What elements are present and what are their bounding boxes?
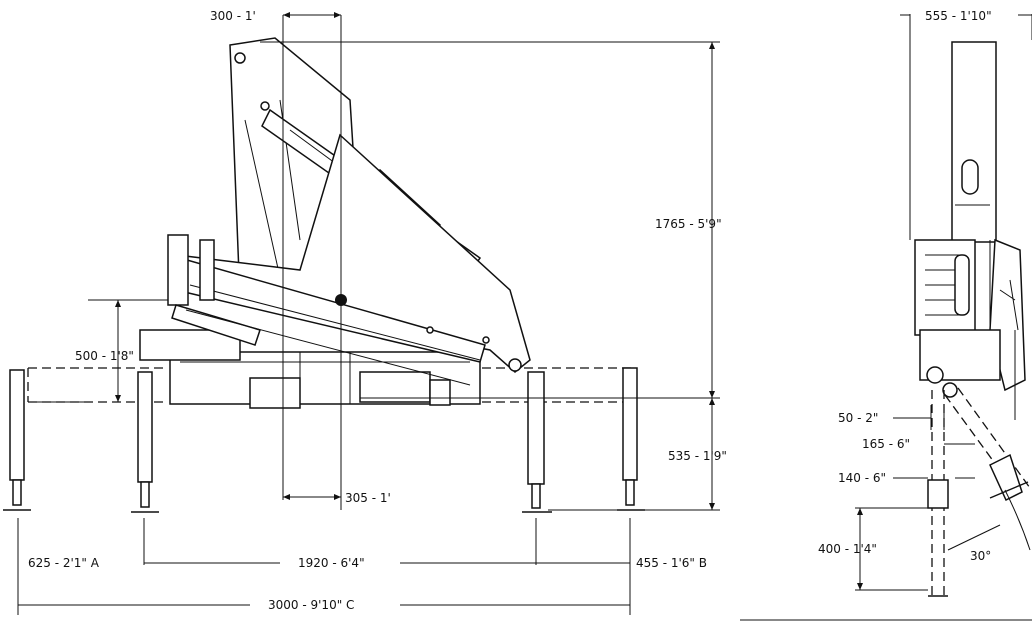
dim-top-offset-label: 300 - 1' (210, 9, 256, 23)
end-dim-offset-c-label: 140 - 6" (838, 471, 886, 485)
dim-height-total (260, 41, 720, 399)
dim-ground-clearance (548, 398, 720, 511)
end-dim-width-label: 555 - 1'10" (925, 9, 992, 23)
dim-ground-clearance-label: 535 - 1'9" (668, 449, 727, 463)
dim-left-span-label: 625 - 2'1" A (28, 556, 100, 570)
end-dim-foot-height (855, 507, 928, 591)
end-leg-vertical (927, 390, 949, 600)
end-dim-offset-a (893, 405, 945, 430)
dim-right-span-label: 455 - 1'6" B (636, 556, 707, 570)
boom-tip (167, 234, 471, 386)
end-pivot-2 (942, 382, 958, 398)
end-dim-offset-b-label: 165 - 6" (862, 437, 910, 451)
stabilizer-leg-left-outer (3, 369, 31, 511)
dim-base-height-label: 500 - 1'8" (75, 349, 134, 363)
crane-base (139, 329, 481, 409)
dim-column-offset-label: 305 - 1' (345, 491, 391, 505)
dim-height-total-label: 1765 - 5'9" (655, 217, 722, 231)
end-dim-offset-a-label: 50 - 2" (838, 411, 878, 425)
dim-base-height (30, 299, 168, 403)
end-dim-angle-label: 30° (970, 549, 991, 563)
end-view: 555 - 1'10" 50 - 2" 165 - 6" 140 - 6" 40… (740, 9, 1032, 621)
stabilizer-leg-right-outer (617, 367, 645, 511)
end-boom-slot (961, 159, 979, 195)
dim-total-span-label: 3000 - 9'10" C (268, 598, 354, 612)
end-dim-angle (947, 489, 1031, 551)
end-leg-angled (944, 387, 1031, 502)
end-pivot (926, 366, 944, 384)
side-view: 300 - 1' 1765 - 5'9" 500 - 1'8" 535 - 1'… (3, 9, 727, 615)
end-boom (951, 41, 997, 243)
dim-span-row (17, 518, 631, 615)
stabilizer-leg-right-inner (522, 371, 552, 513)
dim-main-span-label: 1920 - 6'4" (298, 556, 365, 570)
end-motor-housing (914, 239, 976, 336)
boom-arm (175, 133, 531, 373)
end-dim-width (900, 14, 1032, 240)
stabilizer-leg-left-inner (131, 371, 159, 513)
end-dim-foot-height-label: 400 - 1'4" (818, 542, 877, 556)
